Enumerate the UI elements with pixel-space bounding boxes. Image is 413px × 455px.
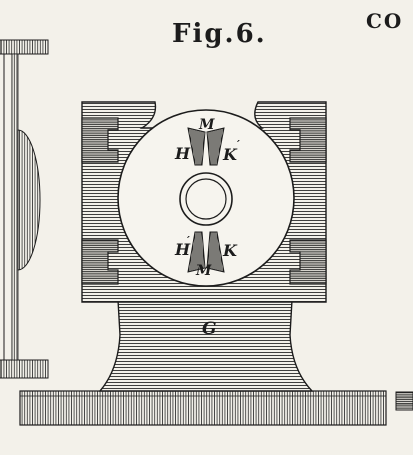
clamp-block-bottom-left xyxy=(81,239,119,285)
label-g-base: G xyxy=(202,319,217,339)
left-partial-figure xyxy=(0,39,49,379)
label-h-prime-top: ′ xyxy=(237,138,240,151)
label-h-bottom: H xyxy=(174,240,191,259)
label-k-top: K xyxy=(222,145,238,164)
label-m-top: M xyxy=(198,117,215,133)
clamp-block-top-right xyxy=(289,117,327,163)
figure-title: Fig.6. xyxy=(172,19,267,49)
baseplate xyxy=(19,390,387,426)
clamp-block-bottom-right xyxy=(289,239,327,285)
label-h-prime-bottom: ′ xyxy=(187,234,190,247)
label-h-top: H xyxy=(174,144,191,163)
pedestal-stand xyxy=(98,299,314,392)
hub-inner-ring xyxy=(185,178,227,220)
clamp-block-top-left xyxy=(81,117,119,163)
bolt-right-edge xyxy=(395,391,413,411)
pole-pieces-upper xyxy=(187,127,225,166)
pole-pieces-lower xyxy=(187,231,225,273)
label-m-bottom: M xyxy=(195,263,212,279)
corner-text: CO xyxy=(366,9,403,33)
label-k-bottom: K xyxy=(222,241,238,260)
